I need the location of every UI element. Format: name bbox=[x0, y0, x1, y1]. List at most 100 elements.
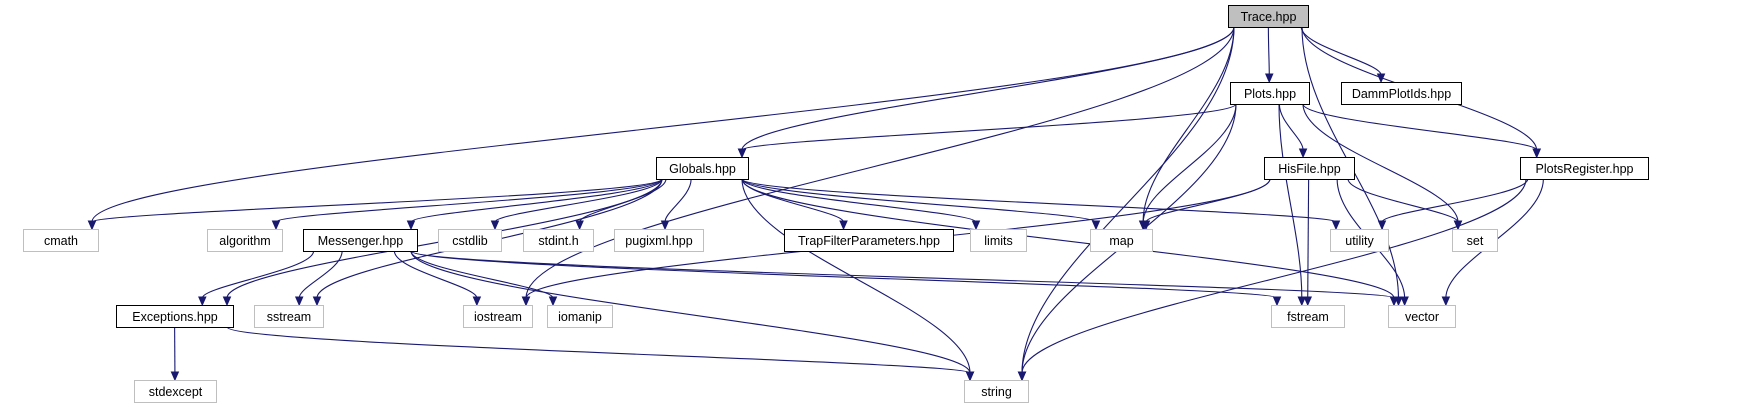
node-box-sstream bbox=[254, 305, 324, 328]
edge-hisfile-to-set bbox=[1347, 178, 1459, 223]
node-fstream: fstream bbox=[1271, 305, 1345, 328]
node-box-limits bbox=[970, 229, 1027, 252]
node-label-trapfilter: TrapFilterParameters.hpp bbox=[798, 234, 940, 248]
node-box-trapfilter bbox=[784, 229, 954, 252]
node-cmath: cmath bbox=[23, 229, 99, 252]
node-box-fstream bbox=[1271, 305, 1345, 328]
arrowhead-plots-to-fstream bbox=[1297, 296, 1307, 307]
node-label-cstdlib: cstdlib bbox=[452, 234, 487, 248]
edge-hisfile-to-map bbox=[1145, 178, 1271, 223]
arrowhead-hisfile-to-map bbox=[1141, 220, 1151, 231]
arrowhead-messenger-to-fstream bbox=[1272, 296, 1282, 307]
edge-plots-to-globals bbox=[741, 103, 1237, 151]
node-label-sstream: sstream bbox=[267, 310, 311, 324]
arrowhead-plotsregister-to-utility bbox=[1377, 220, 1387, 231]
edge-globals-to-limits bbox=[741, 178, 977, 223]
arrowhead-hisfile-to-fstream bbox=[1303, 296, 1312, 307]
node-globals[interactable]: Globals.hpp bbox=[656, 157, 749, 180]
edge-trace-to-dammplotids bbox=[1300, 26, 1382, 76]
arrowhead-trace-to-plots bbox=[1265, 73, 1274, 84]
node-vector: vector bbox=[1388, 305, 1456, 328]
arrowhead-globals-to-cstdlib bbox=[490, 220, 500, 231]
edge-globals-to-pugixml bbox=[664, 178, 692, 223]
node-exceptions[interactable]: Exceptions.hpp bbox=[116, 305, 234, 328]
node-box-set bbox=[1452, 229, 1498, 252]
edge-plots-to-fstream bbox=[1278, 103, 1303, 299]
node-label-iostream: iostream bbox=[474, 310, 522, 324]
node-box-iomanip bbox=[547, 305, 613, 328]
edge-messenger-to-exceptions bbox=[201, 250, 315, 299]
arrowhead-messenger-to-iostream bbox=[472, 296, 482, 307]
node-algorithm: algorithm bbox=[207, 229, 283, 252]
arrowhead-hisfile-to-vector bbox=[1400, 296, 1409, 307]
arrowhead-globals-to-algorithm bbox=[271, 220, 281, 231]
node-label-stdexcept: stdexcept bbox=[149, 385, 203, 399]
arrowhead-globals-to-sstream bbox=[312, 296, 322, 307]
arrowhead-messenger-to-exceptions bbox=[198, 296, 207, 307]
node-box-cmath bbox=[23, 229, 99, 252]
arrowhead-globals-to-exceptions bbox=[222, 296, 232, 307]
node-label-trace: Trace.hpp bbox=[1241, 10, 1297, 24]
node-set: set bbox=[1452, 229, 1498, 252]
node-label-fstream: fstream bbox=[1287, 310, 1329, 324]
node-plotsregister[interactable]: PlotsRegister.hpp bbox=[1520, 157, 1649, 180]
node-messenger[interactable]: Messenger.hpp bbox=[303, 229, 418, 252]
node-label-exceptions: Exceptions.hpp bbox=[132, 310, 218, 324]
edges-layer bbox=[87, 26, 1544, 382]
node-trace[interactable]: Trace.hpp bbox=[1228, 5, 1309, 28]
edge-plots-to-map bbox=[1142, 103, 1237, 223]
arrowhead-plotsregister-to-string bbox=[1017, 371, 1027, 382]
arrowhead-globals-to-utility bbox=[1331, 220, 1341, 231]
node-box-stdint bbox=[523, 229, 594, 252]
node-label-set: set bbox=[1467, 234, 1484, 248]
node-hisfile[interactable]: HisFile.hpp bbox=[1264, 157, 1355, 180]
node-label-pugixml: pugixml.hpp bbox=[625, 234, 692, 248]
node-plots[interactable]: Plots.hpp bbox=[1230, 82, 1310, 105]
node-label-string: string bbox=[981, 385, 1012, 399]
node-box-iostream bbox=[463, 305, 533, 328]
arrowhead-messenger-to-iomanip bbox=[548, 296, 558, 307]
arrowhead-plots-to-hisfile bbox=[1298, 148, 1308, 159]
node-box-cstdlib bbox=[438, 229, 502, 252]
arrowhead-globals-to-pugixml bbox=[660, 220, 670, 231]
edge-globals-to-messenger bbox=[410, 178, 663, 223]
arrowhead-globals-to-messenger bbox=[406, 220, 416, 231]
node-box-utility bbox=[1330, 229, 1389, 252]
edge-messenger-to-iomanip bbox=[410, 250, 554, 299]
edge-globals-to-string bbox=[741, 178, 971, 374]
edge-plotsregister-to-utility bbox=[1381, 178, 1529, 223]
edge-trace-to-map bbox=[1142, 26, 1235, 223]
edge-messenger-to-iostream bbox=[393, 250, 478, 299]
node-box-string bbox=[964, 380, 1029, 403]
node-map: map bbox=[1090, 229, 1153, 252]
node-box-trace bbox=[1228, 5, 1309, 28]
edge-plots-to-plotsregister bbox=[1302, 103, 1538, 151]
node-box-plots bbox=[1230, 82, 1310, 105]
edge-globals-to-utility bbox=[741, 178, 1337, 223]
edge-plotsregister-to-string bbox=[1021, 178, 1527, 374]
node-trapfilter[interactable]: TrapFilterParameters.hpp bbox=[784, 229, 954, 252]
node-limits: limits bbox=[970, 229, 1027, 252]
edge-hisfile-to-fstream bbox=[1307, 178, 1310, 299]
edge-trace-to-cmath bbox=[91, 26, 1235, 223]
arrowhead-globals-to-trapfilter bbox=[839, 220, 848, 231]
arrowhead-messenger-to-vector bbox=[1389, 296, 1399, 307]
edge-globals-to-algorithm bbox=[275, 178, 663, 223]
edge-globals-to-vector bbox=[741, 178, 1395, 299]
node-box-hisfile bbox=[1264, 157, 1355, 180]
node-label-hisfile: HisFile.hpp bbox=[1278, 162, 1341, 176]
arrowhead-messenger-to-sstream bbox=[294, 296, 304, 307]
arrowhead-plots-to-globals bbox=[737, 148, 747, 159]
edge-globals-to-cmath bbox=[91, 178, 663, 223]
node-box-pugixml bbox=[614, 229, 704, 252]
node-label-vector: vector bbox=[1405, 310, 1439, 324]
arrowhead-globals-to-map bbox=[1091, 220, 1101, 231]
node-box-messenger bbox=[303, 229, 418, 252]
edge-globals-to-cstdlib bbox=[494, 178, 663, 223]
node-stdexcept: stdexcept bbox=[134, 380, 217, 403]
node-box-exceptions bbox=[116, 305, 234, 328]
node-dammplotids[interactable]: DammPlotIds.hpp bbox=[1341, 82, 1462, 105]
node-iomanip: iomanip bbox=[547, 305, 613, 328]
node-label-plots: Plots.hpp bbox=[1244, 87, 1296, 101]
